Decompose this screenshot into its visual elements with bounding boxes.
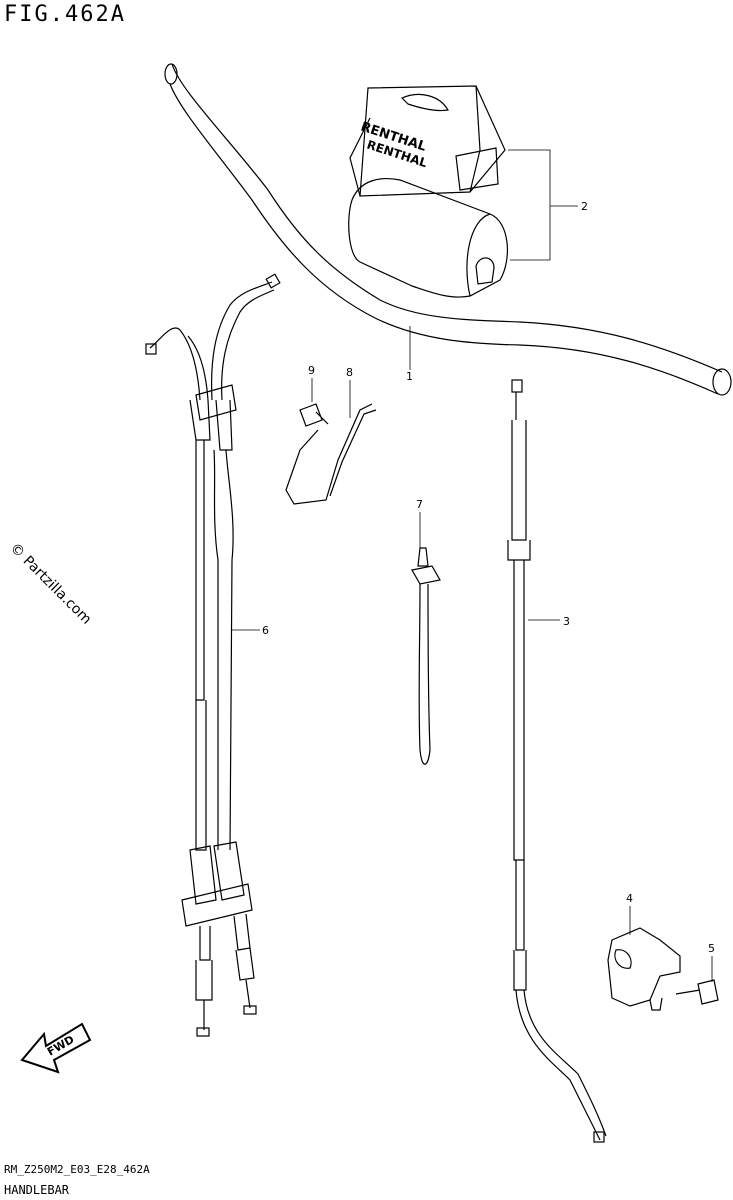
callout-3[interactable]: 3 — [563, 615, 570, 628]
footer-code: RM_Z250M2_E03_E28_462A — [4, 1163, 150, 1176]
callout-6[interactable]: 6 — [262, 624, 269, 637]
callout-8[interactable]: 8 — [346, 366, 353, 379]
clamp-part[interactable] — [285, 403, 377, 505]
throttle-cable-part[interactable] — [145, 273, 281, 1037]
clutch-cable-part[interactable] — [507, 379, 607, 1143]
leader-2 — [508, 149, 578, 261]
figure-title: FIG.462A — [4, 2, 126, 27]
screw-part[interactable] — [675, 979, 719, 1005]
callout-9[interactable]: 9 — [308, 364, 315, 377]
fwd-arrow-icon: FWD — [20, 1022, 92, 1074]
handlebar-part[interactable] — [164, 63, 732, 396]
callout-5[interactable]: 5 — [708, 942, 715, 955]
cable-tie-part[interactable] — [411, 547, 441, 765]
callout-2[interactable]: 2 — [581, 200, 588, 213]
footer-name: HANDLEBAR — [4, 1183, 70, 1197]
bar-pad-part[interactable]: RENTHAL RENTHAL — [348, 85, 509, 298]
lever-holder-part[interactable] — [607, 927, 681, 1011]
bolt-part[interactable] — [299, 403, 329, 427]
callout-1[interactable]: 1 — [406, 370, 413, 383]
callout-4[interactable]: 4 — [626, 892, 633, 905]
callout-7[interactable]: 7 — [416, 498, 423, 511]
